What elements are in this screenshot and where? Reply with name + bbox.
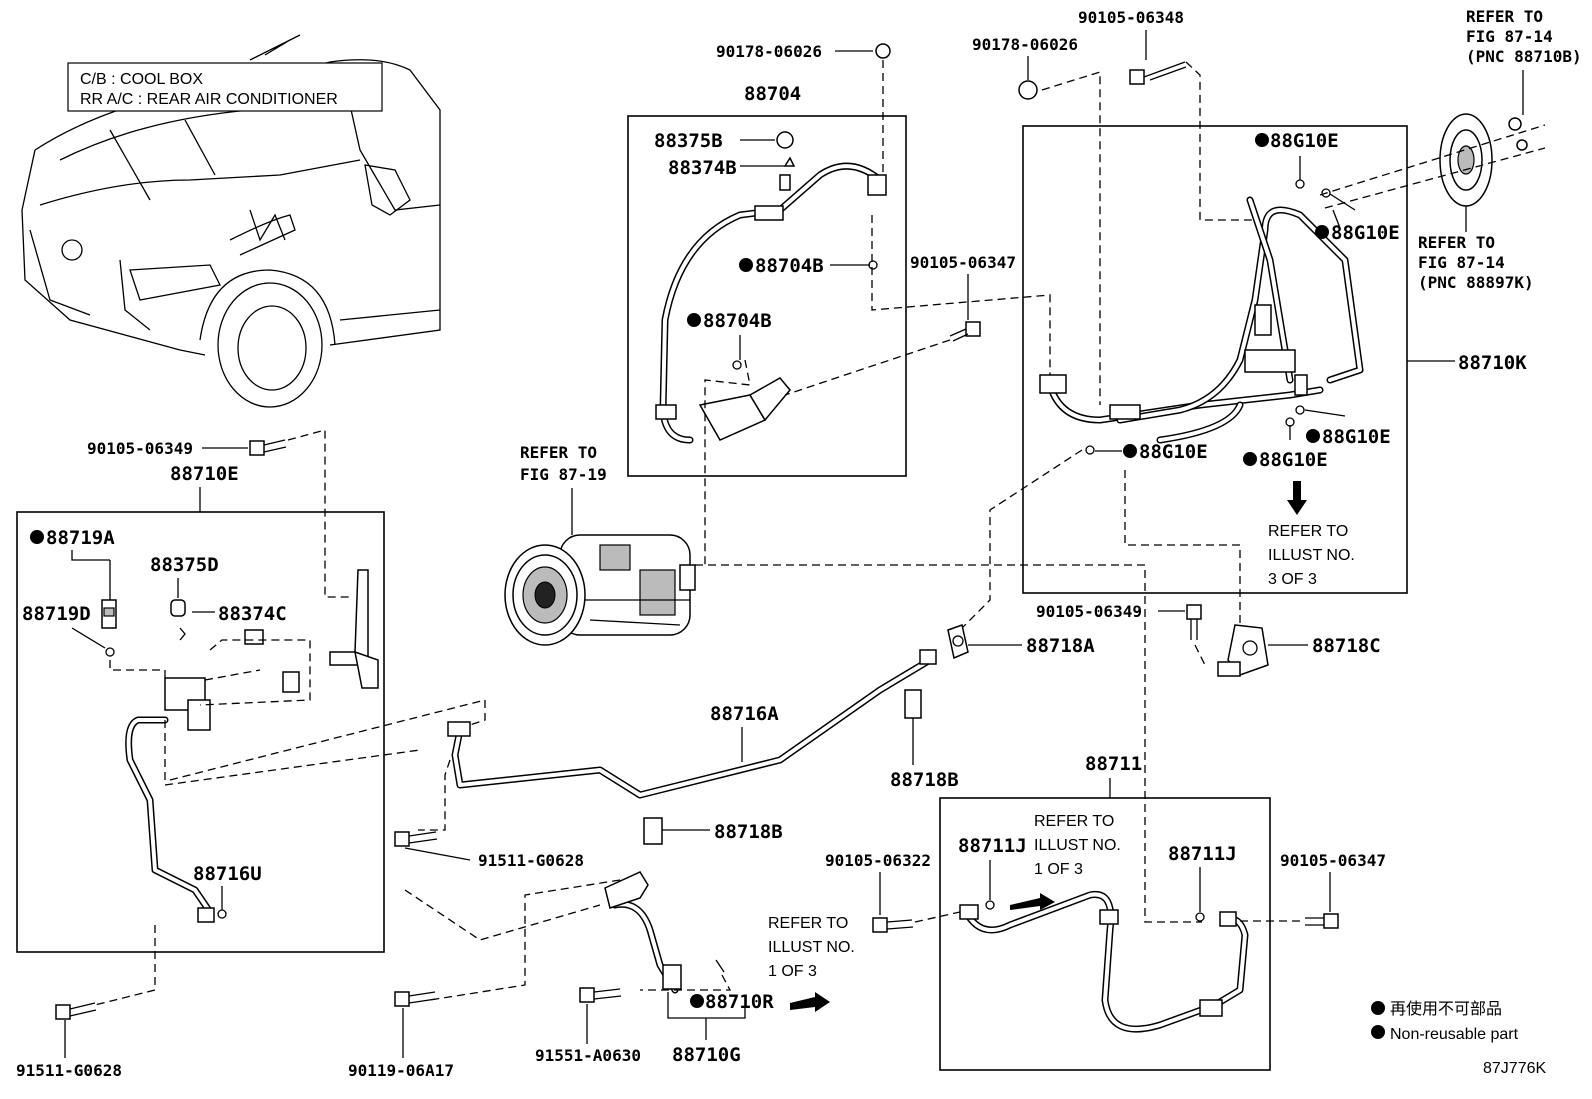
- refer-illust-1of3-b: REFER TO ILLUST NO. 1 OF 3: [768, 915, 859, 980]
- pipe-88716A: [447, 649, 937, 799]
- pipe-88711: [959, 890, 1249, 1033]
- label-88718A: 88718A: [1026, 635, 1095, 657]
- bolt-91511-G0628-a: [55, 1002, 97, 1020]
- label-88711: 88711: [1085, 753, 1142, 775]
- sensor-88719D: [101, 599, 117, 629]
- label-88710K: 88710K: [1458, 352, 1527, 374]
- label-88716A: 88716A: [710, 703, 779, 725]
- label-90178-06026-b: 90178-06026: [972, 35, 1078, 54]
- label-91511-G0628-a: 91511-G0628: [16, 1061, 122, 1080]
- label-88704B-b: 88704B: [703, 310, 772, 332]
- label-88375D: 88375D: [150, 554, 219, 576]
- clamp-88718B-a: [904, 689, 922, 719]
- label-90178-06026-a: 90178-06026: [716, 42, 822, 61]
- clamp-88718C: [1217, 624, 1269, 677]
- diagram-code: 87J776K: [1483, 1060, 1546, 1077]
- bracket-88710E: [244, 569, 379, 693]
- vehicle-illustration: C/B : COOL BOX RR A/C : REAR AIR CONDITI…: [21, 34, 441, 408]
- label-91551-A0630: 91551-A0630: [535, 1046, 641, 1065]
- bolt-90105-06348: [1129, 61, 1187, 85]
- refer-fig-87-19: REFER TO FIG 87-19: [520, 443, 607, 484]
- clamp-88718A: [947, 624, 969, 660]
- seal-plate: [1439, 113, 1528, 207]
- label-88704: 88704: [744, 83, 801, 105]
- nut-90178-a: [875, 43, 891, 59]
- label-90119-06A17: 90119-06A17: [348, 1061, 454, 1080]
- label-88374C: 88374C: [218, 603, 287, 625]
- bolt-90105-06347-a: [949, 321, 981, 342]
- arrow-right-icon: [790, 992, 830, 1012]
- label-88711J-b: 88711J: [1168, 843, 1237, 865]
- bolt-90105-06349-a: [249, 439, 287, 456]
- box-88710E: [16, 511, 385, 953]
- label-88718B-a: 88718B: [890, 769, 959, 791]
- label-90105-06348: 90105-06348: [1078, 8, 1184, 27]
- label-88710R: 88710R: [705, 991, 774, 1013]
- footnote-jp: 再使用不可部品: [1390, 1000, 1502, 1018]
- footnote-en: Non-reusable part: [1390, 1026, 1519, 1043]
- label-90105-06347-b: 90105-06347: [1280, 851, 1386, 870]
- legend-cool-box: C/B : COOL BOX: [80, 71, 203, 88]
- bolt-91551-A0630: [579, 987, 622, 1003]
- label-88G10E-3: 88G10E: [1322, 426, 1391, 448]
- label-90105-06322: 90105-06322: [825, 851, 931, 870]
- label-90105-06347-a: 90105-06347: [910, 253, 1016, 272]
- label-88G10E-2: 88G10E: [1331, 222, 1400, 244]
- clamp-88718B-b: [643, 817, 663, 845]
- bolt-91511-G0628-b: [394, 831, 438, 847]
- pipe-assembly-88710K: [1039, 196, 1364, 444]
- label-88719A: 88719A: [46, 527, 115, 549]
- label-88G10E-5: 88G10E: [1259, 449, 1328, 471]
- label-88711J-a: 88711J: [958, 835, 1027, 857]
- refer-fig-87-14-b: REFER TO FIG 87-14 (PNC 88710B): [1466, 7, 1582, 66]
- bolt-90119-06A17: [394, 991, 437, 1007]
- label-88719D: 88719D: [22, 603, 91, 625]
- label-90105-06349-a: 90105-06349: [87, 439, 193, 458]
- pipe-88710G: [604, 871, 725, 994]
- hose-88704: [655, 131, 887, 444]
- compressor: [504, 534, 696, 646]
- label-88374B: 88374B: [668, 157, 737, 179]
- box-88710K: [1022, 125, 1408, 594]
- arrow-right-icon-2: [1010, 893, 1055, 910]
- arrow-down-icon: [1287, 481, 1307, 515]
- bolt-90105-06347-b: [1305, 913, 1339, 929]
- label-88G10E-1: 88G10E: [1270, 130, 1339, 152]
- label-88718C: 88718C: [1312, 635, 1381, 657]
- label-90105-06349-b: 90105-06349: [1036, 602, 1142, 621]
- refer-illust-3of3: REFER TO ILLUST NO. 3 OF 3: [1268, 523, 1359, 588]
- label-91511-G0628-b: 91511-G0628: [478, 851, 584, 870]
- box-88704: [627, 115, 907, 477]
- label-88375B: 88375B: [654, 130, 723, 152]
- bolt-90105-06349-b: [1186, 604, 1202, 640]
- label-88G10E-4: 88G10E: [1139, 441, 1208, 463]
- label-88716U: 88716U: [193, 863, 262, 885]
- label-88710G: 88710G: [672, 1044, 741, 1066]
- refer-fig-87-14-k: REFER TO FIG 87-14 (PNC 88897K): [1418, 233, 1534, 292]
- label-88704B-a: 88704B: [755, 255, 824, 277]
- nut-90178-b: [1018, 80, 1038, 100]
- box-88711: [939, 797, 1271, 1071]
- label-88718B-b: 88718B: [714, 821, 783, 843]
- bolt-90105-06322: [872, 917, 914, 933]
- legend-rear-ac: RR A/C : REAR AIR CONDITIONER: [80, 91, 338, 108]
- label-88710E: 88710E: [170, 463, 239, 485]
- refer-illust-1of3-a: REFER TO ILLUST NO. 1 OF 3: [1034, 813, 1125, 878]
- pipe-88710E: [125, 677, 215, 923]
